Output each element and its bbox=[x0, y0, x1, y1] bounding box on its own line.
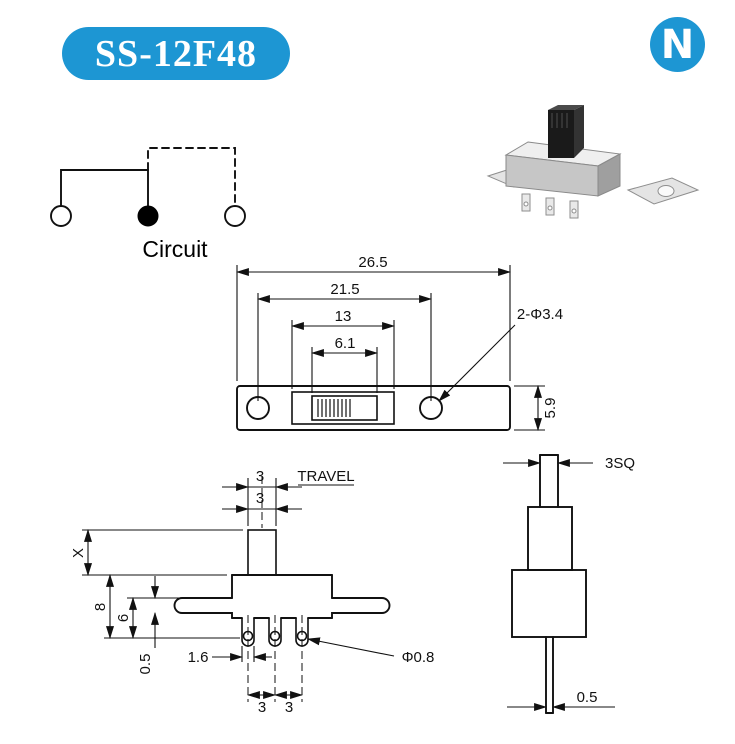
product-illustration bbox=[486, 105, 700, 219]
circuit-schematic: Circuit bbox=[50, 147, 246, 262]
brand-logo-letter: N bbox=[660, 21, 695, 68]
dim-label-0-5: 0.5 bbox=[137, 654, 154, 675]
dim-label-13: 13 bbox=[335, 308, 352, 325]
mounting-hole-right bbox=[657, 185, 675, 197]
circuit-solid-path bbox=[60, 169, 149, 207]
top-view-body-outline bbox=[236, 385, 511, 431]
knob-top-face bbox=[548, 105, 584, 110]
dim-hole-pitch: 21.5 bbox=[256, 281, 433, 401]
dim-label-8: 8 bbox=[92, 603, 109, 611]
top-view-slot bbox=[291, 391, 395, 425]
callout-mounting-holes: 2-Φ3.4 bbox=[438, 306, 563, 402]
dim-label-5-9: 5.9 bbox=[542, 398, 559, 419]
side-view-case bbox=[511, 569, 587, 638]
knob-ribs bbox=[551, 113, 568, 128]
dim-label-travel-upper: 3 bbox=[256, 468, 264, 485]
travel-label: TRAVEL bbox=[297, 468, 354, 485]
top-view-knob bbox=[311, 395, 378, 421]
dim-label-x: X bbox=[70, 548, 87, 558]
circuit-dashed-path bbox=[147, 147, 236, 207]
dim-label-pitch-b: 3 bbox=[285, 699, 293, 716]
body-side-face bbox=[597, 153, 621, 197]
dim-terminal-width: 1.6 bbox=[188, 646, 272, 666]
top-view-knob-ribs bbox=[317, 399, 351, 417]
dim-pin-thickness: 0.5 bbox=[507, 689, 615, 712]
dim-label-travel-lower: 3 bbox=[256, 490, 264, 507]
dim-label-1-6: 1.6 bbox=[188, 649, 209, 666]
dim-travel-group: 3 TRAVEL 3 bbox=[222, 468, 355, 528]
dim-terminal-pitch: 3 3 bbox=[246, 690, 304, 716]
knob-side-face bbox=[574, 105, 584, 158]
front-view-knob bbox=[247, 529, 277, 576]
dim-label-26-5: 26.5 bbox=[358, 254, 387, 271]
dim-label-pitch-a: 3 bbox=[258, 699, 266, 716]
dim-label-pin-0-5: 0.5 bbox=[577, 689, 598, 706]
dim-label-6-1: 6.1 bbox=[335, 335, 356, 352]
side-view-drawing: 3SQ 0.5 bbox=[503, 454, 635, 714]
front-view-terminals bbox=[241, 615, 309, 702]
front-view-case-outline bbox=[173, 574, 391, 619]
contact-common-filled bbox=[137, 205, 159, 227]
side-view-knob bbox=[527, 506, 573, 571]
dim-body-width: 5.9 bbox=[514, 384, 559, 432]
side-view-stem bbox=[539, 454, 559, 508]
circuit-label: Circuit bbox=[142, 236, 208, 262]
dim-label-phi-0-8: Φ0.8 bbox=[402, 649, 435, 666]
terminal-pins bbox=[521, 193, 579, 219]
dim-overall-length: 26.5 bbox=[235, 254, 512, 381]
dim-slot-length: 13 bbox=[290, 308, 396, 389]
dim-height-6: 6 bbox=[115, 596, 180, 640]
dim-flange-thickness: 0.5 bbox=[137, 576, 160, 675]
contact-left bbox=[50, 205, 72, 227]
dim-label-6: 6 bbox=[115, 614, 132, 622]
dim-label-3sq: 3SQ bbox=[605, 455, 635, 472]
dim-height-8: 8 bbox=[92, 573, 240, 640]
callout-terminal-hole: Φ0.8 bbox=[306, 637, 435, 666]
dim-stem-height: X bbox=[70, 528, 243, 577]
dim-stem-square: 3SQ bbox=[503, 455, 635, 472]
front-view-drawing: 3 TRAVEL 3 bbox=[70, 468, 435, 716]
dim-label-21-5: 21.5 bbox=[330, 281, 359, 298]
model-number: SS-12F48 bbox=[94, 32, 258, 75]
model-badge: SS-12F48 bbox=[62, 27, 290, 80]
top-view-drawing: 26.5 21.5 13 6.1 2-Φ3.4 5.9 bbox=[235, 254, 563, 432]
contact-right bbox=[224, 205, 246, 227]
dim-label-2-phi-3-4: 2-Φ3.4 bbox=[517, 306, 563, 323]
side-view-pin bbox=[545, 636, 554, 714]
brand-logo-icon: N bbox=[650, 17, 705, 72]
dim-knob-width: 6.1 bbox=[310, 335, 379, 393]
